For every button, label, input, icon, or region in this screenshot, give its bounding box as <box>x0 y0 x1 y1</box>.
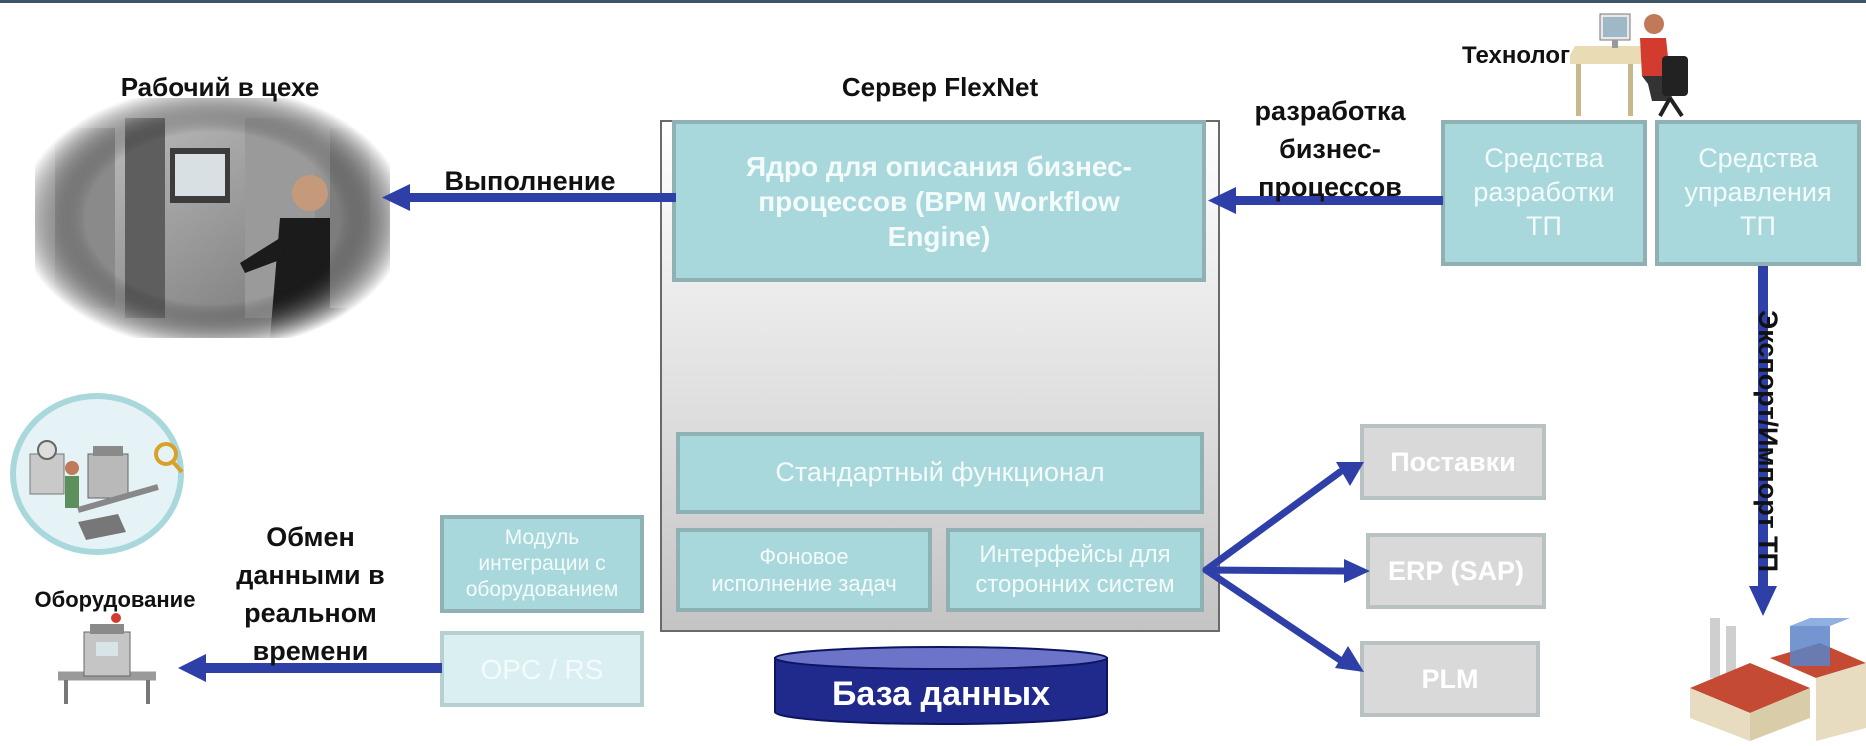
top-border <box>0 0 1866 3</box>
dev-tools-box: Средства разработки ТП <box>1441 120 1647 266</box>
technologist-icon <box>1565 6 1690 121</box>
equipment-integration-box: Модуль интеграции с оборудованием <box>440 515 644 613</box>
equipment-small-icon <box>52 612 164 710</box>
bp-dev-label: разработка бизнес-процессов <box>1254 96 1406 202</box>
execution-arrow <box>382 184 676 211</box>
factory-icon <box>1690 618 1866 741</box>
background-tasks-box: Фоновое исполнение задач <box>676 528 932 612</box>
server-label: Сервер FlexNet <box>841 72 1039 102</box>
technologist-label: Технолог <box>1462 42 1570 69</box>
database-label: База данных <box>831 675 1051 713</box>
systems-arrows <box>1202 468 1349 664</box>
standard-functions-box: Стандартный функционал <box>676 432 1204 514</box>
factory-worker-photo <box>35 98 390 338</box>
equipment-icon <box>8 392 186 557</box>
erp-sap-box: ERP (SAP) <box>1366 533 1546 609</box>
export-import-label: Экспорт/Импорт ТП <box>1753 310 1783 572</box>
equipment-arrow <box>178 654 442 682</box>
database-cylinder <box>772 644 1110 728</box>
export-import-arrow <box>1749 266 1777 616</box>
execution-label: Выполнение <box>444 166 616 196</box>
opc-rs-box: OPC / RS <box>440 631 644 707</box>
plm-box: PLM <box>1360 641 1540 717</box>
supplies-box: Поставки <box>1360 424 1546 500</box>
realtime-exchange-label: Обмен данными в реальном времени <box>236 522 385 666</box>
equipment-label: Оборудование <box>34 587 196 612</box>
bp-dev-arrow <box>1208 187 1443 214</box>
worker-label: Рабочий в цехе <box>120 72 320 102</box>
mgmt-tools-box: Средства управления ТП <box>1655 120 1861 266</box>
third-party-interfaces-box: Интерфейсы для сторонних систем <box>946 528 1204 612</box>
workflow-engine-box: Ядро для описания бизнес-процессов (BPM … <box>672 120 1206 282</box>
